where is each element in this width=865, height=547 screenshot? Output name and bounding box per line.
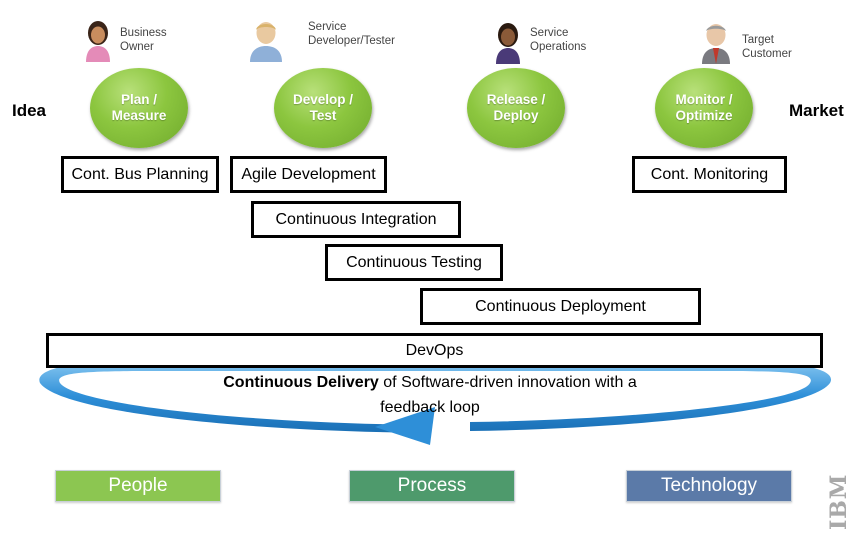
end-label-market: Market	[789, 101, 844, 120]
start-label-idea: Idea	[12, 101, 47, 120]
stage-label: Release / Deploy	[486, 92, 546, 123]
stage-label: Monitor / Optimize	[675, 92, 733, 123]
stage-develop-test: Develop / Test	[274, 68, 372, 148]
customer-avatar-icon	[702, 24, 730, 64]
devops-bar: DevOps	[46, 333, 823, 368]
role-label-developer: Service Developer/Tester	[308, 21, 395, 47]
pillar-people: People	[55, 470, 221, 502]
stage-plan-measure: Plan / Measure	[90, 68, 188, 148]
stage-monitor-optimize: Monitor / Optimize	[655, 68, 753, 148]
practice-agile-development: Agile Development	[230, 156, 387, 193]
practice-cont-bus-planning: Cont. Bus Planning	[61, 156, 219, 193]
role-label-business-owner: Business Owner	[120, 27, 167, 53]
pillar-technology: Technology	[626, 470, 792, 502]
continuous-delivery-bold: Continuous Delivery	[223, 374, 379, 391]
practice-continuous-deployment: Continuous Deployment	[420, 288, 701, 325]
ibm-logo: IBM	[826, 473, 852, 530]
pillar-process: Process	[349, 470, 515, 502]
operations-avatar-icon	[496, 23, 520, 64]
practice-cont-monitoring: Cont. Monitoring	[632, 156, 787, 193]
continuous-delivery-line2: feedback loop	[380, 399, 480, 416]
developer-avatar-icon	[250, 22, 282, 62]
stage-label: Develop / Test	[292, 92, 354, 123]
stage-release-deploy: Release / Deploy	[467, 68, 565, 148]
stage-label: Plan / Measure	[111, 92, 167, 123]
continuous-delivery-rest: of Software-driven innovation with a	[378, 374, 637, 391]
continuous-delivery-caption: Continuous Delivery of Software-driven i…	[160, 370, 700, 420]
practice-continuous-testing: Continuous Testing	[325, 244, 503, 281]
role-label-customer: Target Customer	[742, 34, 792, 60]
practice-continuous-integration: Continuous Integration	[251, 201, 461, 238]
role-label-operations: Service Operations	[530, 27, 587, 53]
business-owner-avatar-icon	[86, 21, 110, 62]
